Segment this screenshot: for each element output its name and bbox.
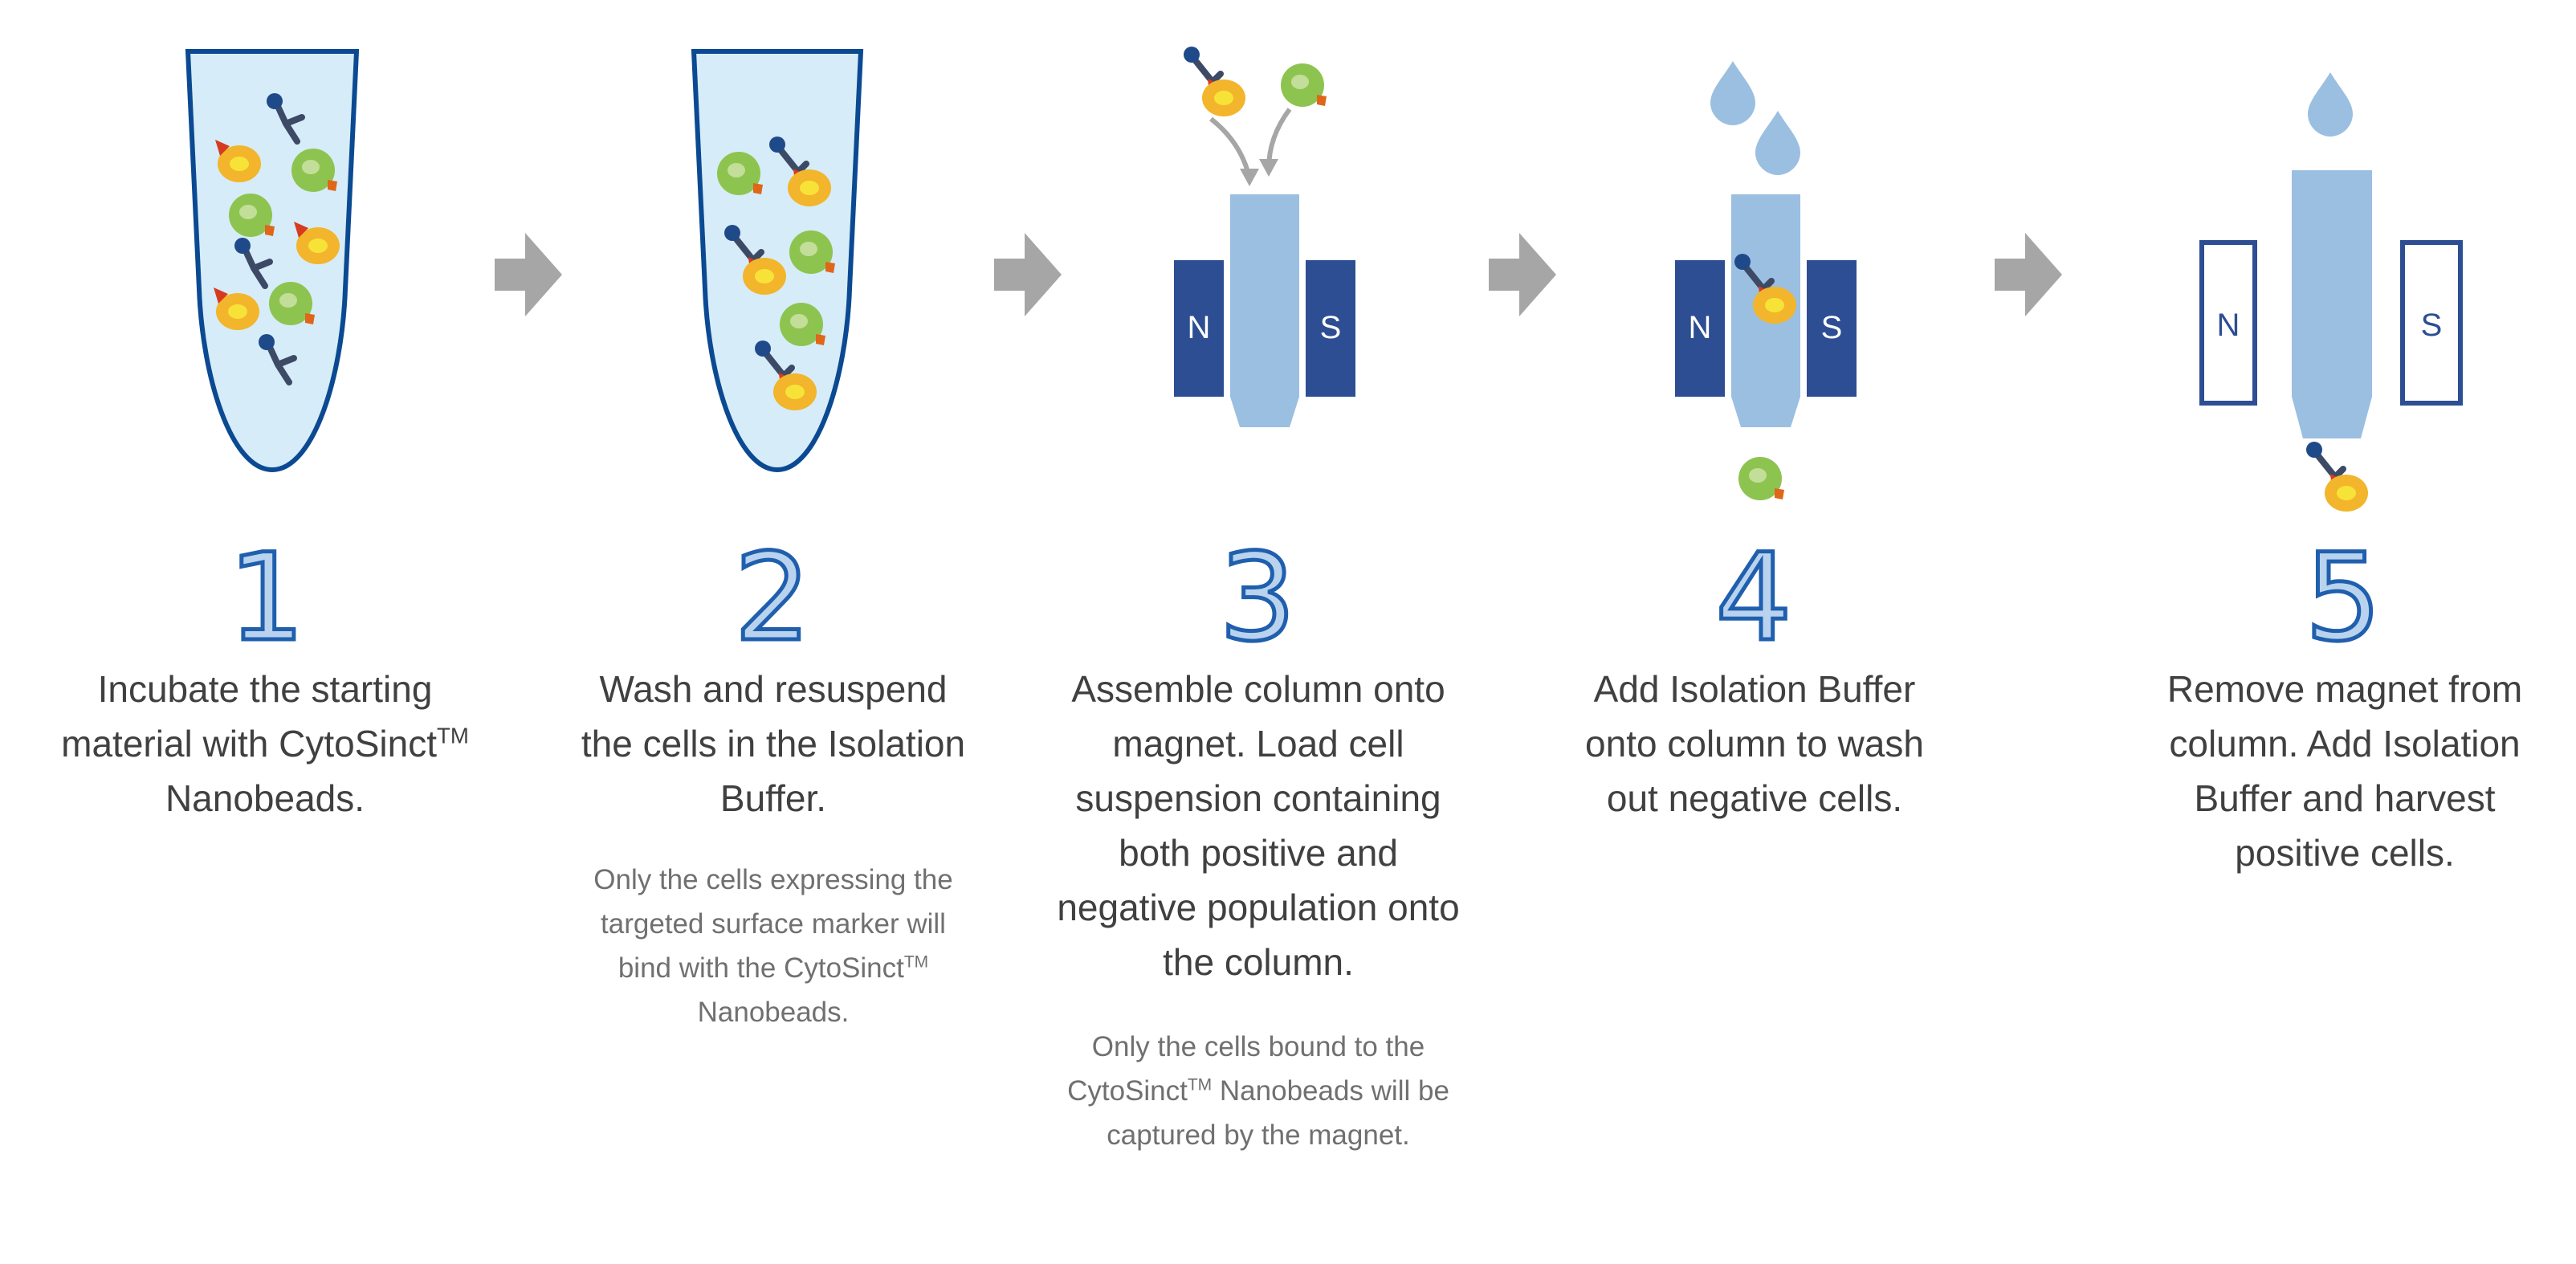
step-number: 2 [732, 528, 813, 668]
step-main-text: Assemble column onto magnet. Load cell s… [1057, 668, 1460, 983]
step-number: 5 [2303, 528, 2383, 668]
bound-cell-icon [1184, 47, 1245, 116]
step-note: Only the cells expressing the targeted s… [577, 858, 970, 1034]
drop-icon [2308, 72, 2353, 137]
note-text: Only the cells expressing the targeted s… [593, 864, 953, 984]
arrow-right-icon [495, 233, 562, 316]
note-text: Nanobeads will be captured by the magnet… [1107, 1075, 1449, 1151]
column-icon [2292, 170, 2372, 438]
step-1-description: Incubate the starting material with Cyto… [32, 662, 498, 826]
column-icon [1230, 194, 1299, 427]
arrow-right-icon [994, 233, 1062, 316]
magnet-icon [1675, 260, 1857, 397]
trademark: TM [1187, 1075, 1213, 1095]
step-3-description: Assemble column onto magnet. Load cell s… [1054, 662, 1463, 1157]
trademark: TM [436, 723, 469, 748]
step-number: 1 [226, 528, 307, 668]
magnet-north-label: N [2217, 308, 2240, 343]
step-main-text: Add Isolation Buffer onto column to wash… [1585, 668, 1924, 819]
magnet-south-label: S [2421, 308, 2443, 343]
magnet-icon [2199, 240, 2463, 406]
magnet-south-label: S [1821, 310, 1843, 345]
note-text: Only the cells bound to the CytoSinct [1067, 1031, 1425, 1107]
drop-icon [1755, 111, 1800, 175]
arrow-right-icon [1995, 233, 2062, 316]
step-main-text: Remove magnet from column. Add Isolation… [2166, 668, 2523, 874]
step-number: 3 [1217, 528, 1298, 668]
step-5-description: Remove magnet from column. Add Isolation… [2136, 662, 2554, 880]
step-text: Nanobeads. [165, 777, 365, 819]
magnet-south-label: S [1320, 310, 1342, 345]
arrow-right-icon [1489, 233, 1556, 316]
tube-icon [691, 49, 864, 473]
bound-cell-icon [2306, 442, 2368, 512]
step-main-text: Incubate the starting material with Cyto… [32, 662, 498, 826]
step-note: Only the cells bound to the CytoSinctTM … [1054, 1025, 1463, 1157]
magnet-north-label: N [1689, 310, 1712, 345]
step-main-text: Wash and resuspend the cells in the Isol… [581, 668, 966, 819]
trademark: TM [903, 952, 929, 972]
step-2-description: Wash and resuspend the cells in the Isol… [577, 662, 970, 1034]
note-text: Nanobeads. [697, 997, 850, 1028]
magnet-north-label: N [1188, 310, 1211, 345]
negative-cell-icon [1281, 63, 1327, 107]
magnet-icon [1174, 260, 1355, 397]
negative-cell-icon [1738, 457, 1784, 500]
step-4-description: Add Isolation Buffer onto column to wash… [1558, 662, 1951, 826]
drop-icon [1710, 61, 1755, 125]
step-text: Incubate the starting material with Cyto… [61, 668, 437, 765]
step-number: 4 [1714, 528, 1794, 668]
